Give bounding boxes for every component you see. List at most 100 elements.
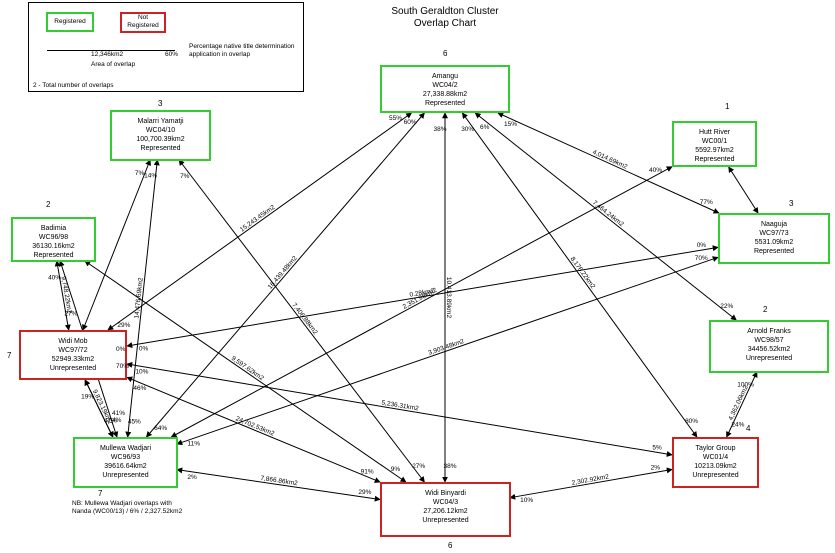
edge-area-label: 7,464.24km2 [591, 199, 625, 228]
node-name: Badimia [40, 225, 67, 232]
legend-line [47, 50, 175, 51]
overlap-edge [726, 371, 758, 438]
edge-percent-label: 45% [128, 419, 141, 426]
edge-percent-label: 10% [520, 497, 533, 504]
edge-area-label: 4,362.06km2 [727, 384, 749, 421]
node-status: Unrepresented [692, 472, 739, 479]
edge-percent-label: 77% [700, 199, 713, 206]
edge-percent-label: 29% [358, 489, 371, 496]
overlap-edge [145, 112, 425, 438]
legend-area-label: Area of overlap [91, 61, 136, 68]
edge-percent-label: 38% [433, 126, 446, 133]
edge-percent-label: 64% [154, 425, 167, 432]
edge-percent-label: 6% [480, 124, 490, 131]
edge-percent-label: 9% [391, 466, 401, 473]
node-code: WC04/10 [145, 127, 176, 134]
edge-percent-label: 30% [461, 126, 474, 133]
overlap-edge [509, 467, 673, 500]
footnote: NB: Mullewa Wadjari overlaps with Nanda … [72, 500, 182, 516]
node-code: WC04/3 [432, 499, 459, 506]
node-status: Unrepresented [102, 472, 149, 479]
edge-percent-label: 55% [389, 115, 402, 122]
node-code: WC97/73 [759, 230, 789, 237]
edge-percent-label: 5% [652, 444, 662, 451]
node-name: Malarri Yamatji [137, 118, 184, 125]
node-area: 5592.97km2 [695, 147, 734, 154]
node-count-hutt: 1 [725, 102, 730, 111]
edge-percent-label: 29% [117, 322, 130, 329]
node-name: Widi Mob [58, 338, 88, 345]
overlap-edge [125, 159, 160, 438]
edge-area-label: 4,014.69km2 [591, 149, 628, 171]
node-hutt: Hutt River WC00/1 5592.97km2 Represented [672, 121, 757, 167]
node-code: WC98/57 [754, 337, 784, 344]
legend-total-label: 2 - Total number of overlaps [33, 82, 114, 89]
extra-label: 70% [116, 363, 130, 370]
node-code: WC00/1 [701, 138, 728, 145]
legend-not-registered-swatch: Not Registered [120, 12, 166, 33]
node-naaguja: Naaguja WC97/73 5531.09km2 Represented [718, 213, 830, 264]
edge-area-label: 8,176.22km2 [569, 256, 597, 291]
edge-percent-label: 0% [139, 345, 149, 352]
edge-area-label: 7,866.86km2 [260, 475, 299, 487]
legend-percent-desc: Percentage native title determination ap… [189, 43, 295, 58]
edge-area-label: 9,597.62km2 [230, 355, 265, 382]
edge-percent-label: 22% [720, 303, 733, 310]
node-area: 39616.64km2 [104, 463, 147, 470]
edge-percent-label: 0% [697, 242, 707, 249]
node-name: Hutt River [698, 129, 731, 136]
node-count-arnold: 2 [763, 305, 768, 314]
edge-area-label: 2,302.92km2 [571, 473, 610, 486]
node-badimia: Badimia WC96/98 36130.16km2 Represented [11, 217, 96, 262]
node-widimob: Widi Mob WC97/72 52949.33km2 Unrepresent… [19, 330, 127, 380]
node-count-mullewa: 7 [98, 489, 103, 498]
node-status: Unrepresented [49, 365, 97, 372]
edge-percent-label: 70% [695, 255, 708, 262]
node-area: 100,700.39km2 [136, 136, 185, 143]
edge-percent-label: 91% [361, 468, 374, 475]
extra-label: 41% [112, 410, 126, 417]
legend-area-value: 12,346km2 [91, 51, 124, 58]
footnote-line1: NB: Mullewa Wadjari overlaps with [72, 500, 172, 507]
node-malarri: Malarri Yamatji WC04/10 100,700.39km2 Re… [110, 110, 211, 161]
edge-percent-label: 80% [685, 418, 698, 425]
node-status: Represented [33, 252, 74, 259]
node-status: Unrepresented [422, 517, 469, 524]
chart-title-line2: Overlap Chart [413, 18, 477, 29]
edge-percent-label: 7% [180, 173, 190, 180]
overlap-edge [178, 159, 425, 483]
node-status: Represented [694, 156, 735, 163]
footnote-line2: Nanda (WC00/13) / 6% / 2,327.52km2 [72, 508, 183, 515]
node-widibinyardi: Widi Binyardi WC04/3 27,206.12km2 Unrepr… [380, 482, 511, 537]
node-taylor: Taylor Group WC01/4 10213.09km2 Unrepres… [672, 437, 759, 488]
node-name: Amangu [431, 73, 459, 80]
node-status: Unrepresented [745, 355, 793, 362]
overlap-edge [176, 467, 381, 502]
chart-title-line1: South Geraldton Cluster [391, 6, 499, 17]
node-arnold: Arnold Franks WC98/57 34456.52km2 Unrepr… [709, 320, 829, 373]
overlap-edge [84, 379, 114, 438]
node-code: WC01/4 [702, 454, 729, 461]
edge-area-label: 15,243.45km2 [239, 204, 277, 234]
edge-percent-label: 38% [443, 463, 456, 470]
node-count-widimob: 7 [7, 351, 12, 360]
legend: Registered Not Registered 12,346km2 60% … [28, 2, 304, 92]
node-code: WC04/2 [432, 82, 458, 89]
legend-not-registered-label-1: Not [137, 14, 149, 21]
edge-percent-label: 15% [504, 121, 517, 128]
edge-percent-label: 40% [649, 167, 662, 174]
node-name: Widi Binyardi [425, 490, 466, 497]
overlap-edge [126, 376, 381, 483]
edge-percent-label: 27% [412, 463, 425, 470]
node-mullewa: Mullewa Wadjari WC96/93 39616.64km2 Unre… [73, 437, 178, 488]
node-name: Mullewa Wadjari [99, 445, 152, 452]
node-count-badimia: 2 [46, 200, 51, 209]
node-area: 36130.16km2 [32, 243, 75, 250]
edge-area-label: 3,903.48km2 [427, 338, 465, 357]
node-area: 10213.09km2 [694, 463, 737, 470]
legend-registered-label: Registered [54, 18, 86, 25]
node-area: 52949.33km2 [51, 356, 95, 363]
edge-percent-label: 60% [404, 119, 417, 126]
node-area: 34456.52km2 [747, 346, 791, 353]
